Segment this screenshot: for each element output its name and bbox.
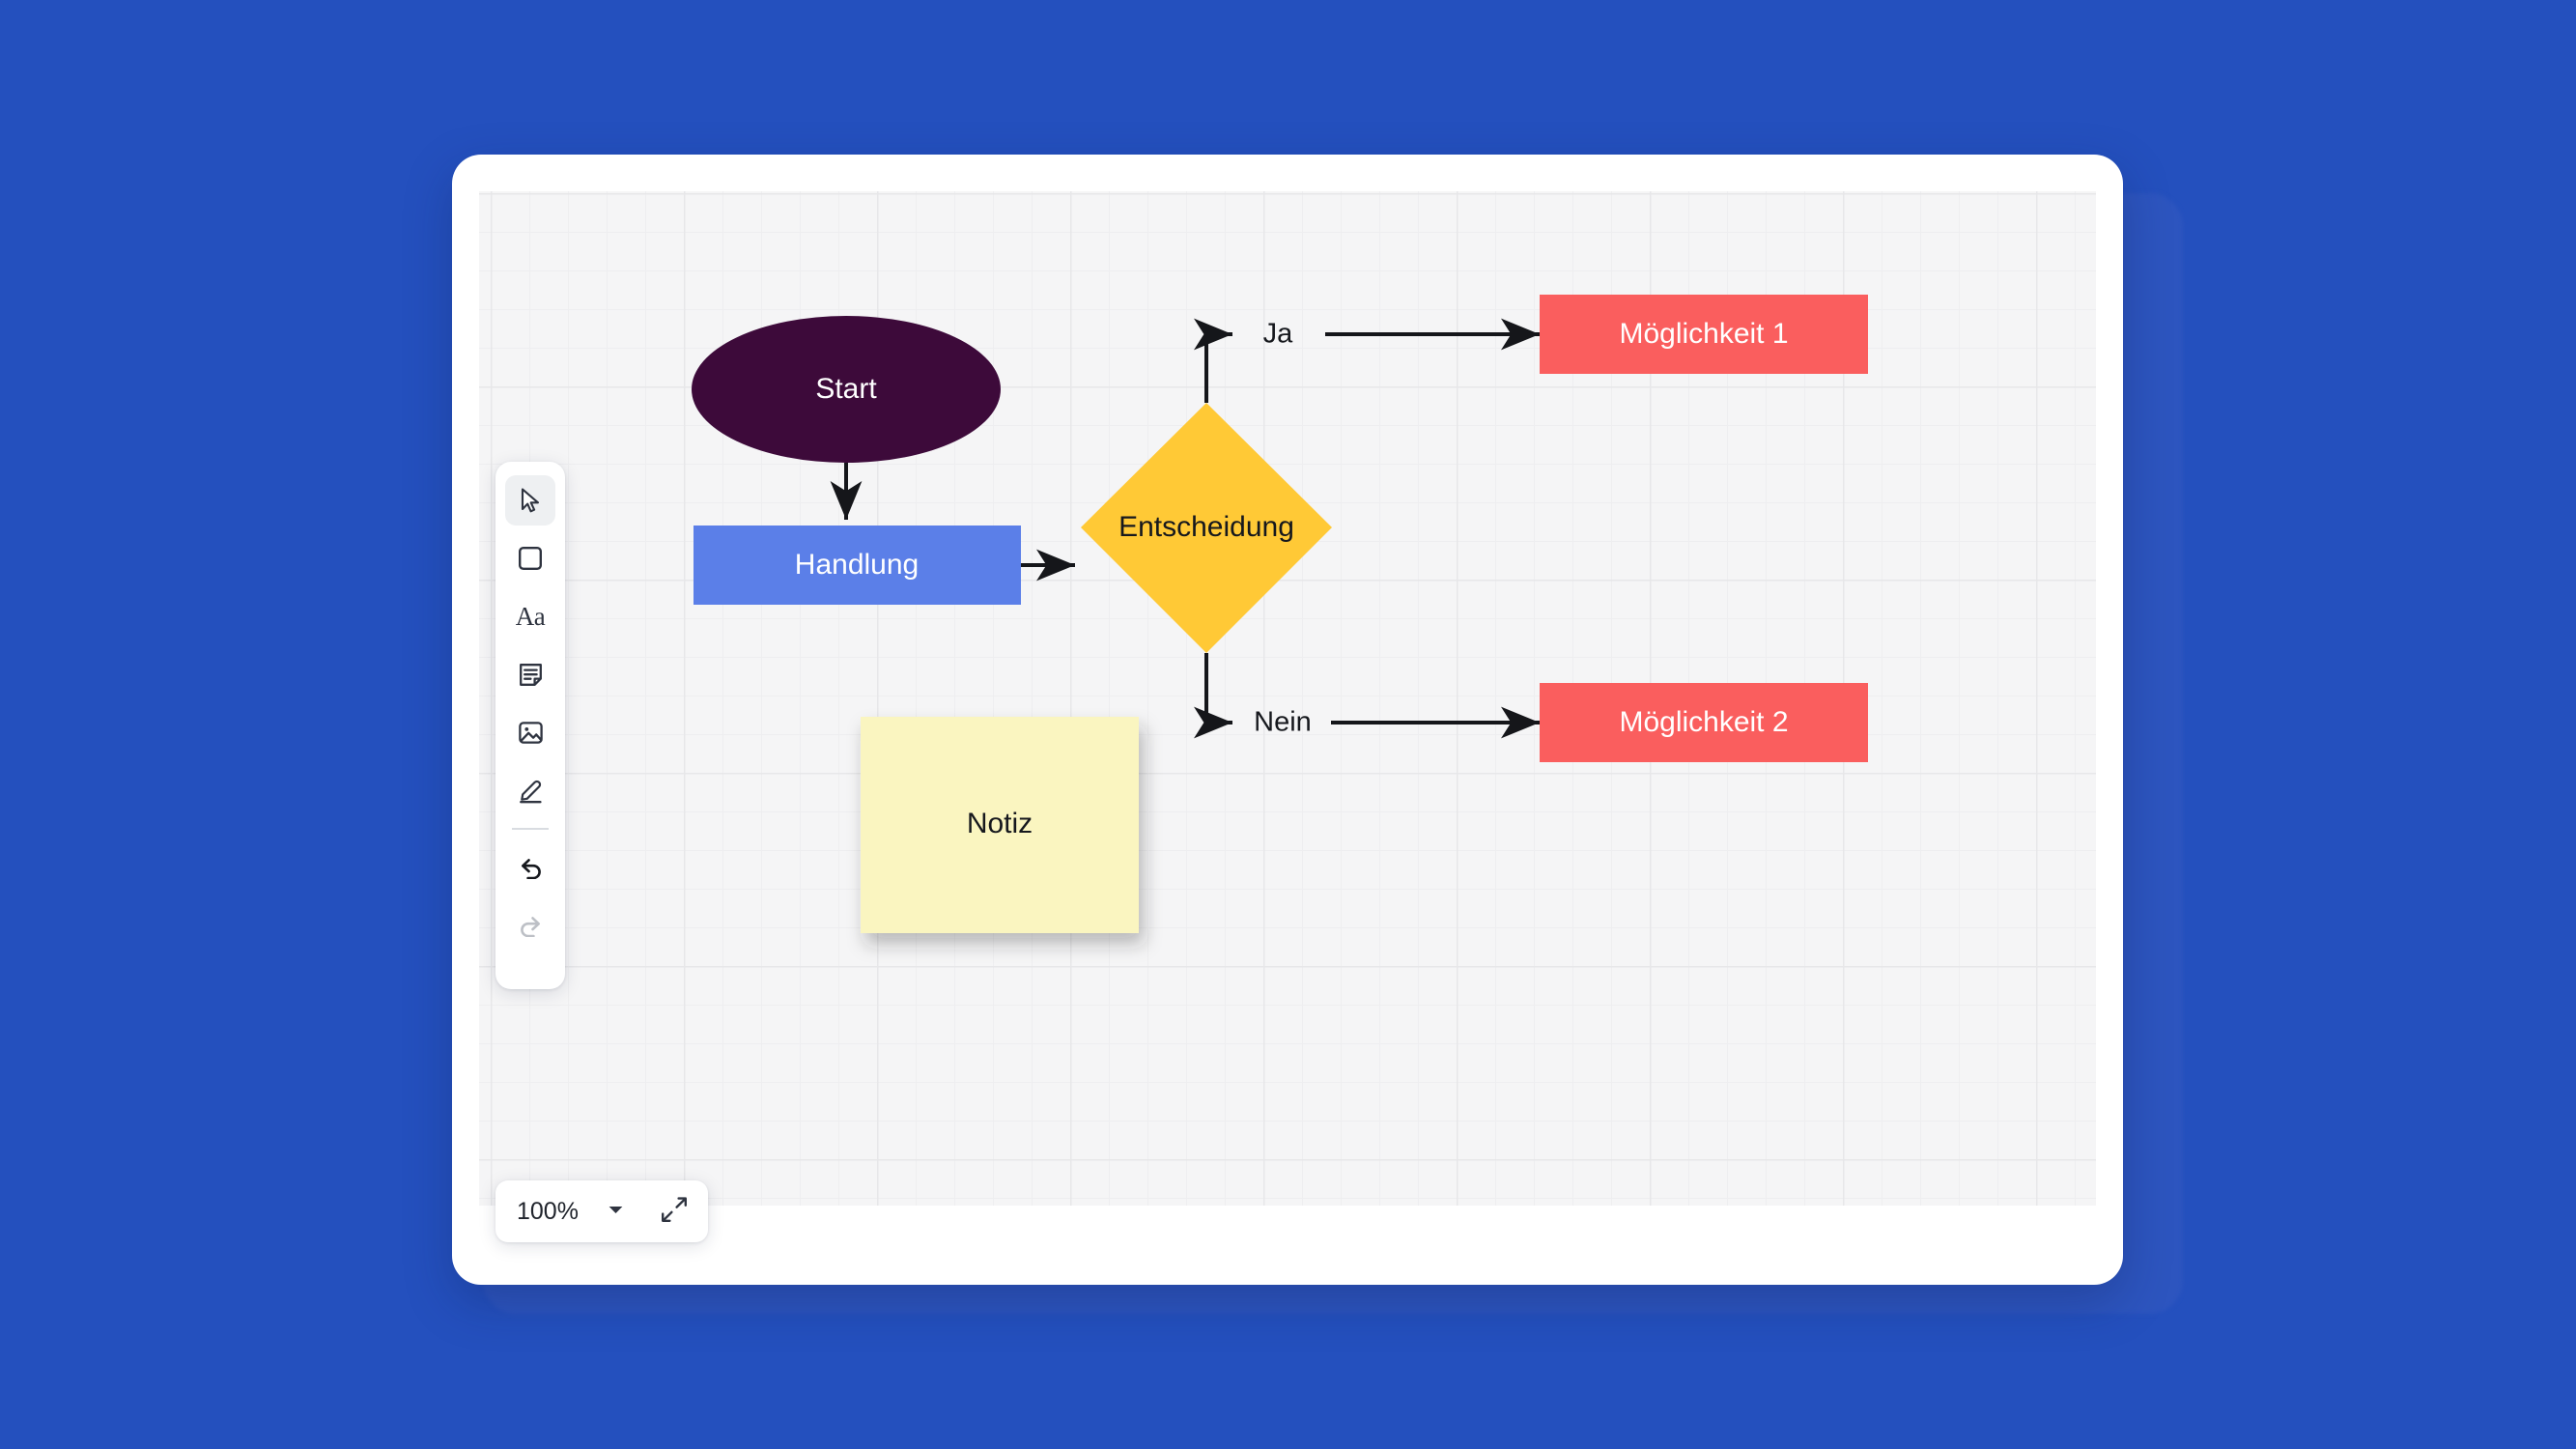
fullscreen-button[interactable]	[658, 1195, 691, 1228]
redo-button[interactable]	[505, 899, 555, 950]
start-ellipse-body[interactable]	[692, 316, 1001, 463]
zoom-dropdown-button[interactable]	[606, 1201, 627, 1222]
flowchart-svg: Ja Nein Notiz Start Handlung Entscheidun…	[692, 295, 1868, 933]
text-icon: Aa	[515, 601, 546, 631]
text-tool[interactable]: Aa	[505, 591, 555, 641]
node-label-start: Start	[815, 373, 877, 405]
node-label-handlung: Handlung	[795, 549, 919, 581]
whiteboard-canvas[interactable]: Ja Nein Notiz Start Handlung Entscheidun…	[479, 191, 2096, 1206]
note-tool[interactable]	[505, 649, 555, 699]
entscheidung-diamond-body[interactable]	[1081, 403, 1332, 653]
image-icon	[518, 721, 544, 745]
undo-button[interactable]	[505, 841, 555, 892]
node-moeglichkeit-1[interactable]: Möglichkeit 1	[1540, 295, 1868, 374]
sticky-note-body[interactable]	[861, 717, 1139, 933]
redo-icon	[518, 913, 544, 937]
node-notiz[interactable]: Notiz	[861, 717, 1139, 933]
pen-icon	[518, 778, 544, 804]
toolbar-divider	[512, 828, 549, 830]
node-label-moeglichkeit-1: Möglichkeit 1	[1619, 318, 1788, 350]
image-tool[interactable]	[505, 707, 555, 757]
node-label-entscheidung: Entscheidung	[1118, 511, 1294, 543]
square-icon	[518, 546, 543, 571]
shape-tool[interactable]	[505, 533, 555, 583]
chevron-down-icon	[608, 1203, 624, 1220]
connector-entscheidung-to-nein[interactable]	[1194, 653, 1232, 739]
draw-tool[interactable]	[505, 765, 555, 815]
tool-palette: Aa	[495, 462, 565, 989]
moeglichkeit2-rect-body[interactable]	[1540, 683, 1868, 762]
zoom-level-value[interactable]: 100%	[517, 1197, 579, 1225]
node-start[interactable]: Start	[692, 316, 1001, 463]
cursor-icon	[518, 487, 543, 514]
node-label-moeglichkeit-2: Möglichkeit 2	[1619, 706, 1788, 738]
select-tool[interactable]	[505, 475, 555, 526]
note-icon	[518, 662, 544, 688]
node-entscheidung[interactable]: Entscheidung	[1081, 403, 1332, 653]
node-label-notiz: Notiz	[967, 808, 1033, 839]
expand-icon	[660, 1195, 689, 1229]
connector-entscheidung-to-ja[interactable]	[1194, 318, 1232, 403]
edge-label-ja: Ja	[1263, 319, 1294, 350]
moeglichkeit1-rect-body[interactable]	[1540, 295, 1868, 374]
zoom-status-bar: 100%	[495, 1180, 708, 1242]
node-handlung[interactable]: Handlung	[694, 526, 1021, 605]
whiteboard-app-card: Ja Nein Notiz Start Handlung Entscheidun…	[452, 155, 2123, 1285]
node-moeglichkeit-2[interactable]: Möglichkeit 2	[1540, 683, 1868, 762]
edge-label-nein: Nein	[1254, 707, 1312, 738]
undo-icon	[518, 855, 544, 879]
handlung-rect-body[interactable]	[694, 526, 1021, 605]
